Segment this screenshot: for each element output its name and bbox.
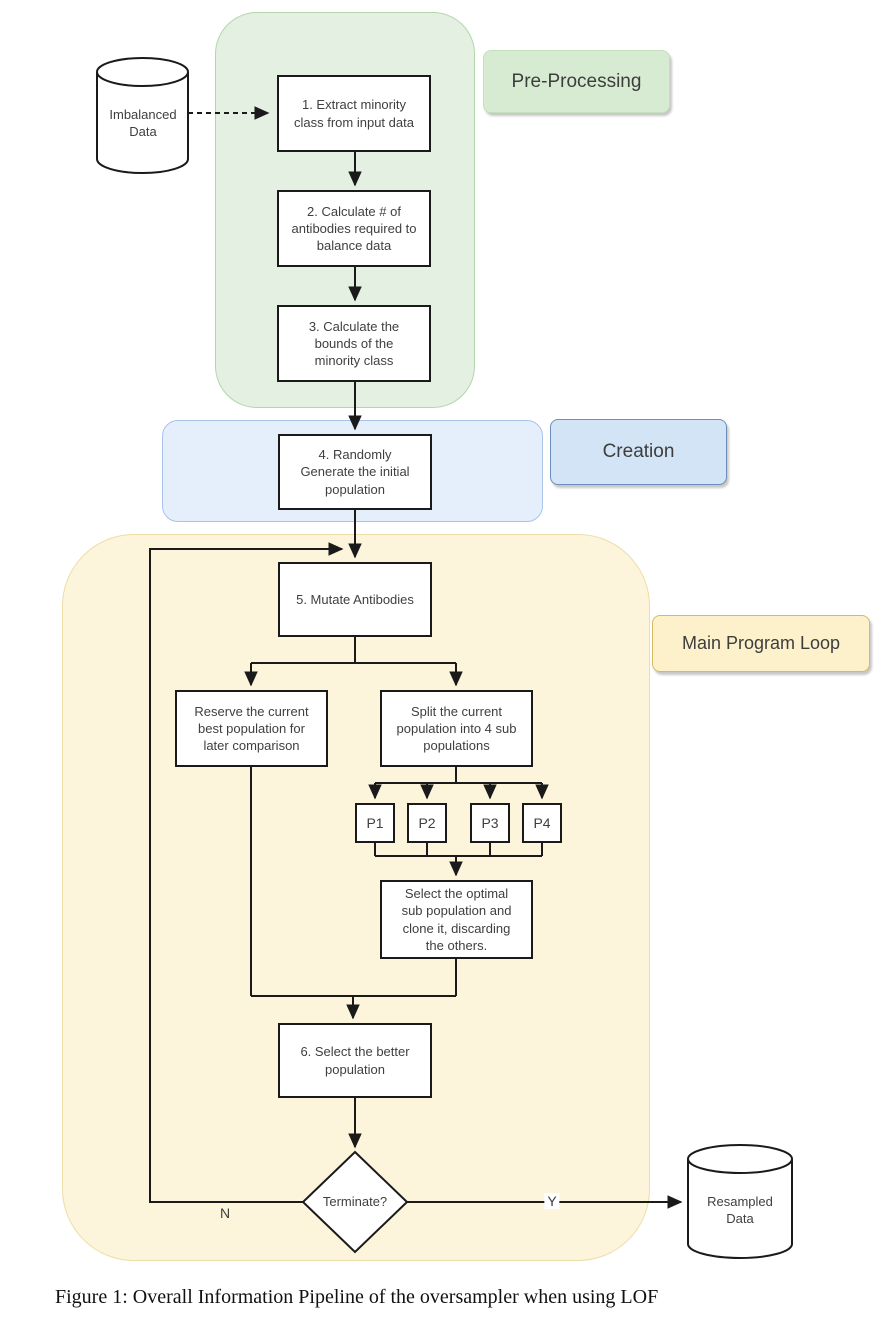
imbalanced-data-label: Imbalanced Data — [109, 107, 177, 139]
node-step3: 3. Calculate the bounds of the minority … — [277, 305, 431, 382]
main-program-loop-label: Main Program Loop — [652, 615, 870, 672]
edge-label-yes: Y — [544, 1193, 560, 1210]
node-step1: 1. Extract minority class from input dat… — [277, 75, 431, 152]
node-step4: 4. Randomly Generate the initial populat… — [278, 434, 432, 510]
node-step6: 6. Select the better population — [278, 1023, 432, 1098]
node-step2: 2. Calculate # of antibodies required to… — [277, 190, 431, 267]
node-p3: P3 — [470, 803, 510, 843]
main-program-loop-label-text: Main Program Loop — [681, 633, 841, 653]
resampled-data-label: Resampled Data — [707, 1194, 773, 1226]
main-program-loop-region — [62, 534, 650, 1261]
resampled-data-cylinder — [687, 1144, 793, 1259]
pre-processing-label-text: Pre-Processing — [511, 70, 642, 92]
figure-caption: Figure 1: Overall Information Pipeline o… — [55, 1286, 659, 1308]
creation-label-text: Creation — [602, 441, 675, 462]
node-p4: P4 — [522, 803, 562, 843]
node-p2: P2 — [407, 803, 447, 843]
node-split: Split the current population into 4 sub … — [380, 690, 533, 767]
node-select-optimal: Select the optimal sub population and cl… — [380, 880, 533, 959]
node-step5: 5. Mutate Antibodies — [278, 562, 432, 637]
edge-label-no: N — [219, 1205, 231, 1221]
creation-label: Creation — [550, 419, 727, 485]
node-p1: P1 — [355, 803, 395, 843]
pre-processing-label: Pre-Processing — [483, 50, 670, 113]
node-reserve: Reserve the current best population for … — [175, 690, 328, 767]
imbalanced-data-cylinder — [96, 57, 189, 174]
